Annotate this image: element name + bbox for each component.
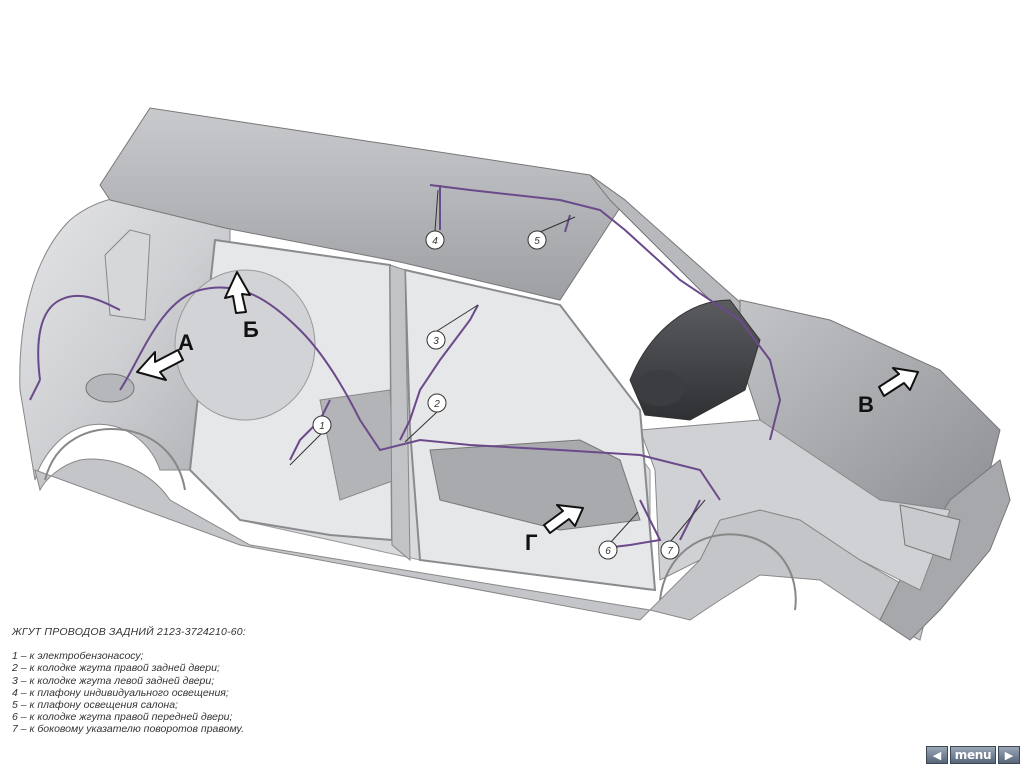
callout-6: 6 (598, 540, 618, 560)
legend-title: ЖГУТ ПРОВОДОВ ЗАДНИЙ 2123-3724210-60: (12, 626, 246, 638)
legend-item: 6 – к колодке жгута правой передней двер… (12, 711, 233, 724)
view-arrow-v: В (858, 367, 919, 417)
callout-3: 3 (426, 330, 446, 350)
car-body (19, 107, 1011, 641)
view-letter-a: А (178, 330, 194, 355)
view-letter-b: Б (243, 317, 259, 342)
view-letter-v: В (858, 392, 874, 417)
callout-7-label: 7 (667, 546, 673, 557)
legend-item: 2 – к колодке жгута правой задней двери; (12, 662, 220, 675)
callout-5-label: 5 (534, 236, 540, 247)
callout-1-label: 1 (319, 421, 325, 432)
legend-item: 7 – к боковому указателю поворотов право… (12, 723, 245, 736)
view-arrow-b: Б (224, 271, 259, 342)
callout-6-label: 6 (605, 546, 611, 557)
callout-3-label: 3 (433, 336, 439, 347)
callout-4-label: 4 (432, 236, 438, 247)
callout-2-label: 2 (433, 399, 440, 410)
callout-4: 4 (425, 230, 445, 250)
legend-item: 3 – к колодке жгута левой задней двери; (12, 674, 215, 687)
legend-item: 1 – к электробензонасосу; (12, 650, 144, 663)
wiring-harness (29, 184, 782, 549)
menu-button[interactable]: menu (950, 746, 996, 764)
legend: ЖГУТ ПРОВОДОВ ЗАДНИЙ 2123-3724210-60: 1 … (12, 626, 432, 736)
view-letter-g: Г (525, 530, 538, 555)
callout-7: 7 (660, 540, 680, 560)
prev-button[interactable]: ◀ (926, 746, 948, 764)
next-button[interactable]: ▶ (998, 746, 1020, 764)
legend-item: 5 – к плафону освещения салона; (12, 699, 178, 712)
slide-navigation: ◀ menu ▶ (926, 746, 1020, 764)
callout-1: 1 (312, 415, 332, 435)
callout-5: 5 (527, 230, 547, 250)
view-arrow-a: А (136, 330, 194, 381)
callout-2: 2 (427, 393, 447, 413)
callout-leaders (289, 189, 706, 543)
legend-item: 4 – к плафону индивидуального освещения; (12, 686, 229, 699)
view-arrow-g: Г (525, 504, 584, 555)
